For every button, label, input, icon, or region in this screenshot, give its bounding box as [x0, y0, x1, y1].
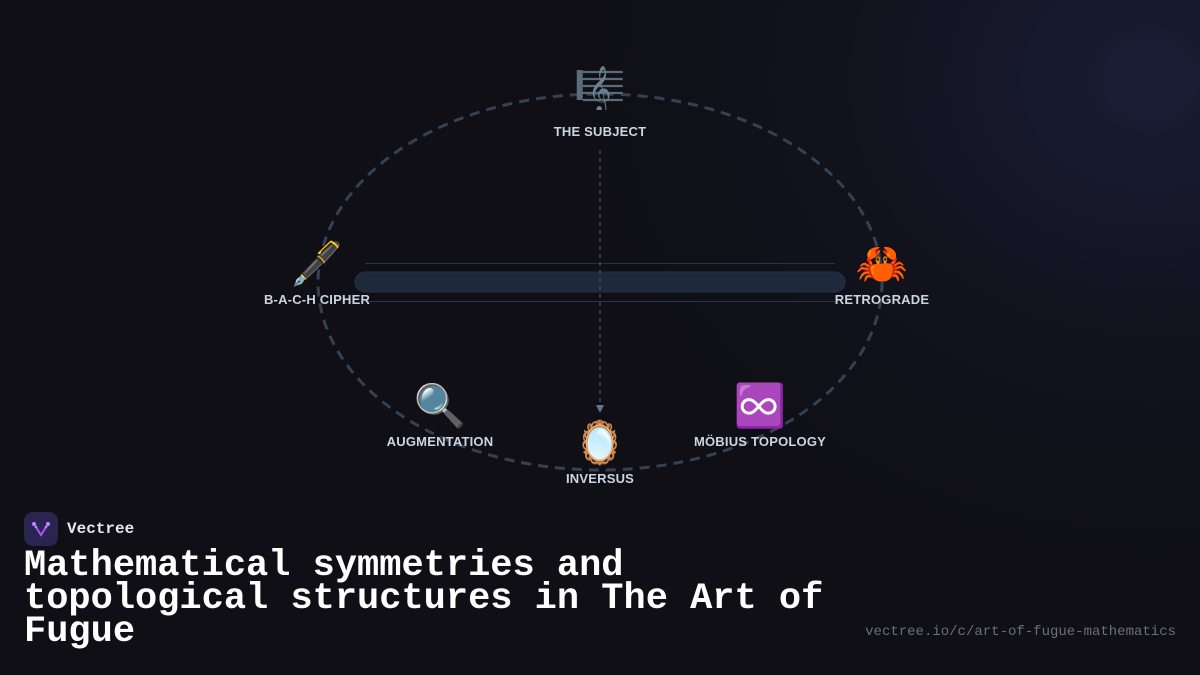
fountain-pen-icon: 🖋️ — [290, 240, 344, 287]
node-label: AUGMENTATION — [386, 434, 494, 449]
node-label: B-A-C-H CIPHER — [263, 292, 371, 307]
infinity-icon: ♾️ — [733, 382, 787, 429]
node-subject: 𝄞 THE SUBJECT — [554, 62, 647, 139]
node-inversus: 🪞 INVERSUS — [566, 419, 634, 486]
arrow-down-icon — [596, 405, 604, 413]
node-label: THE SUBJECT — [553, 124, 647, 139]
node-bach-cipher: 🖋️ B-A-C-H CIPHER — [264, 240, 370, 307]
node-augmentation: 🔍 AUGMENTATION — [387, 382, 494, 449]
brand-name: Vectree — [67, 520, 135, 538]
svg-text:𝄞: 𝄞 — [588, 66, 612, 110]
node-mobius-topology: ♾️ MÖBIUS TOPOLOGY — [694, 382, 826, 449]
page-url[interactable]: vectree.io/c/art-of-fugue-mathematics — [865, 624, 1176, 640]
orbit-ellipse — [316, 92, 884, 472]
mirror-icon: 🪞 — [573, 419, 627, 466]
node-label: MÖBIUS TOPOLOGY — [693, 434, 827, 449]
brand: Vectree — [24, 512, 134, 546]
node-retrograde: 🦀 RETROGRADE — [835, 240, 929, 307]
node-label: RETROGRADE — [834, 292, 930, 307]
node-label: INVERSUS — [565, 471, 635, 486]
crab-icon: 🦀 — [855, 240, 909, 287]
page-title: Mathematical symmetries and topological … — [24, 545, 824, 653]
musical-score-icon: 𝄞 — [554, 62, 647, 120]
vectree-logo-icon — [24, 512, 58, 546]
magnifying-glass-icon: 🔍 — [413, 382, 467, 429]
